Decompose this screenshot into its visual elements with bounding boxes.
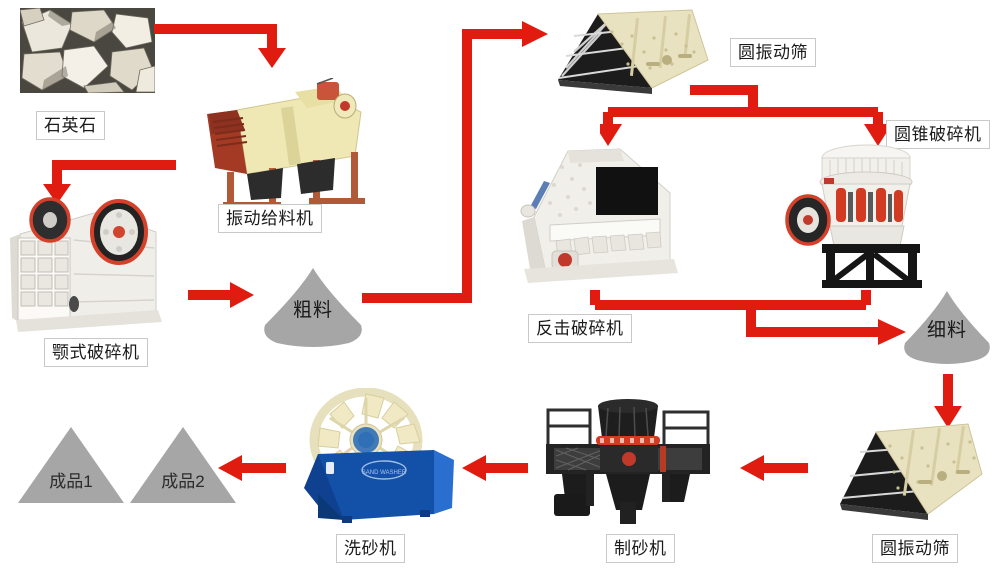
- arrow-fine-to-bottom-screen: [930, 372, 970, 437]
- product-1-triangle: 成品1: [16, 425, 126, 505]
- label-sand-washer: 洗砂机: [336, 534, 405, 563]
- impact-crusher-icon: [510, 145, 690, 290]
- jaw-crusher-icon: [8, 190, 188, 335]
- product-2-triangle: 成品2: [128, 425, 238, 505]
- label-vibrating-feeder: 振动给料机: [218, 204, 322, 233]
- arrow-stone-to-feeder: [152, 22, 292, 77]
- label-sand-making-machine: 制砂机: [606, 534, 675, 563]
- label-cone-crusher: 圆锥破碎机: [886, 120, 990, 149]
- circular-vibrating-screen-top-icon: [540, 8, 720, 108]
- coarse-material-cone: 粗料: [253, 265, 373, 351]
- fine-material-label: 细料: [926, 319, 967, 341]
- quartz-stone-photo: [19, 7, 156, 94]
- arrow-screen-split-to-crushers: [594, 84, 892, 159]
- vibrating-feeder-icon: [185, 77, 365, 208]
- arrow-screen-to-sand-maker: [730, 452, 810, 489]
- cone-crusher-icon: [780, 140, 940, 290]
- arrow-coarse-to-screen: [360, 20, 550, 315]
- label-quartz-stone: 石英石: [36, 111, 105, 140]
- arrow-washer-to-product: [208, 452, 288, 489]
- label-jaw-crusher: 颚式破碎机: [44, 338, 148, 367]
- svg-text:SAND WASHER: SAND WASHER: [362, 470, 407, 476]
- arrow-sand-maker-to-washer: [452, 452, 532, 489]
- fine-material-cone: 细料: [895, 288, 999, 368]
- coarse-material-label: 粗料: [292, 299, 333, 321]
- arrow-jaw-to-coarse: [186, 279, 256, 316]
- product-1-label: 成品1: [49, 471, 93, 491]
- label-impact-crusher: 反击破碎机: [528, 314, 632, 343]
- label-circular-screen-bottom: 圆振动筛: [872, 534, 958, 563]
- label-circular-screen-top: 圆振动筛: [730, 38, 816, 67]
- arrow-crushers-merge-to-fine: [586, 288, 916, 351]
- product-2-label: 成品2: [161, 471, 205, 491]
- arrow-feeder-to-jaw: [38, 158, 178, 213]
- sand-washer-icon: SAND WASHER: [288, 387, 468, 528]
- sand-making-machine-icon: [538, 398, 718, 528]
- circular-vibrating-screen-bottom-icon: [832, 418, 992, 528]
